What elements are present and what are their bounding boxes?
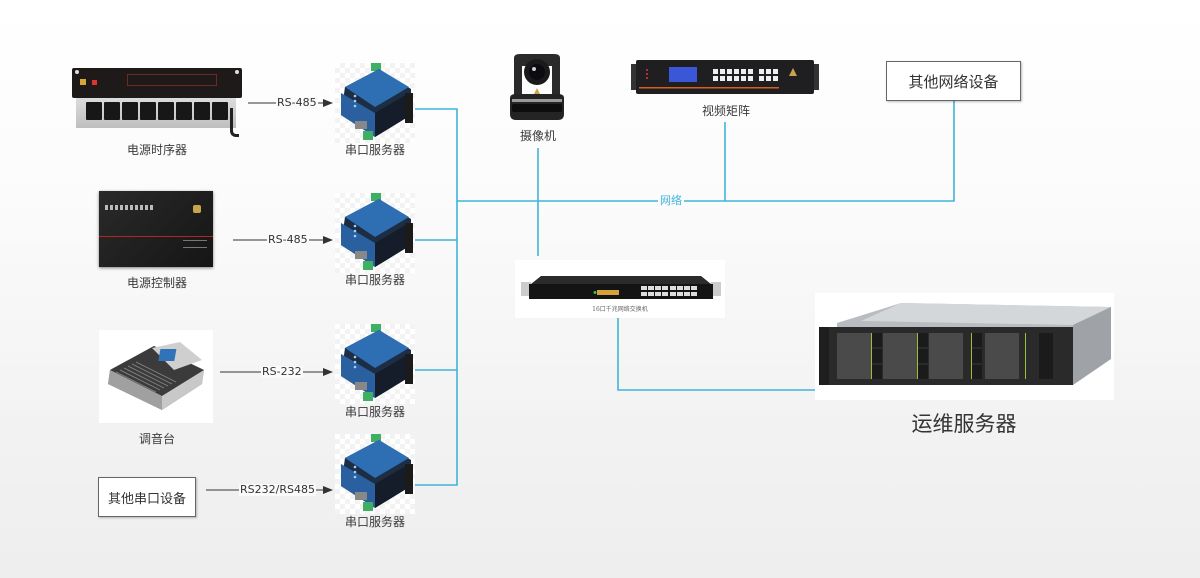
network-label: 网络 — [658, 194, 684, 207]
serial-server-icon — [335, 63, 415, 143]
other-network-device-box: 其他网络设备 — [886, 61, 1021, 101]
switch-label: 16口千兆网络交换机 — [592, 306, 648, 313]
protocol-label: RS-485 — [276, 96, 318, 109]
network-switch-image: 16口千兆网络交换机 — [515, 260, 725, 318]
serial-server-icon — [335, 324, 415, 404]
network-bus — [457, 101, 955, 202]
device-label: 调音台 — [138, 432, 175, 446]
protocol-label: RS-485 — [267, 233, 309, 246]
serial-server-label: 串口服务器 — [344, 273, 405, 287]
rack-server-image — [815, 293, 1114, 400]
serial-server-label: 串口服务器 — [344, 515, 405, 529]
other-serial-device-box: 其他串口设备 — [98, 477, 196, 517]
rack-server-icon — [819, 303, 1111, 385]
device-label: 电源时序器 — [126, 143, 187, 157]
link-switch-server — [617, 318, 815, 391]
video-matrix-icon — [631, 60, 819, 94]
device-label: 其他网络设备 — [908, 72, 999, 91]
protocol-label: RS-232 — [261, 365, 303, 378]
serial-server-label: 串口服务器 — [344, 143, 405, 157]
network-lines — [415, 101, 955, 486]
audio-mixer-icon — [108, 342, 204, 410]
device-label: 电源控制器 — [126, 276, 187, 290]
ptz-camera-icon — [510, 54, 564, 120]
device-label: 视频矩阵 — [701, 104, 750, 118]
device-label: 其他串口设备 — [107, 491, 186, 507]
serial-server-icon — [335, 193, 415, 273]
server-label: 运维服务器 — [911, 412, 1017, 436]
power-controller-icon — [99, 191, 213, 267]
serial-arrows — [206, 99, 333, 494]
link-serial-1 — [415, 108, 458, 486]
power-sequencer-icon — [72, 68, 242, 137]
serial-server-label: 串口服务器 — [344, 405, 405, 419]
protocol-label: RS232/RS485 — [239, 483, 316, 496]
serial-server-icon — [335, 434, 415, 514]
network-switch-icon — [521, 276, 721, 299]
device-label: 摄像机 — [519, 129, 556, 143]
